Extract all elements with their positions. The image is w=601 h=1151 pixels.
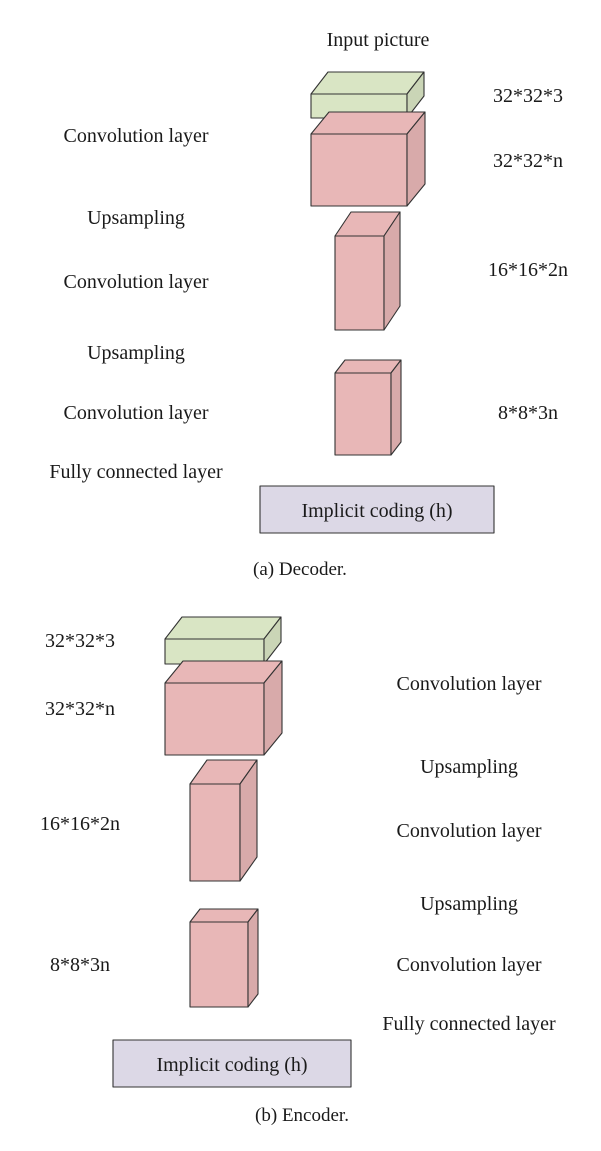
decoder-layer-label-3: Convolution layer <box>64 271 209 293</box>
encoder-layer-label-4: Upsampling <box>420 893 518 915</box>
decoder-layer-label-1: Convolution layer <box>64 125 209 147</box>
encoder-implicit-coding-box: Implicit coding (h) <box>112 1039 352 1088</box>
input-picture-title: Input picture <box>327 29 430 51</box>
decoder-implicit-coding-box: Implicit coding (h) <box>259 485 495 534</box>
encoder-implicit-coding-label: Implicit coding (h) <box>156 1054 307 1076</box>
encoder-layer-label-2: Upsampling <box>420 756 518 778</box>
encoder-input-slab <box>164 616 282 665</box>
encoder-panel: Convolution layer Upsampling Convolution… <box>40 616 556 1126</box>
encoder-block-16x16x2n <box>189 759 258 882</box>
encoder-block-32x32xn <box>164 660 283 756</box>
encoder-layer-label-6: Fully connected layer <box>382 1013 556 1035</box>
decoder-dim-label-3: 16*16*2n <box>488 259 568 281</box>
decoder-input-slab <box>310 71 425 119</box>
decoder-block-8x8x3n <box>334 359 402 456</box>
encoder-caption: (b) Encoder. <box>255 1105 349 1126</box>
encoder-dim-label-3: 16*16*2n <box>40 813 120 835</box>
decoder-block-16x16x2n <box>334 211 401 331</box>
decoder-layer-label-2: Upsampling <box>87 207 185 229</box>
encoder-dim-label-1: 32*32*3 <box>45 630 115 652</box>
decoder-block-32x32xn <box>310 111 426 207</box>
decoder-caption: (a) Decoder. <box>253 559 347 580</box>
decoder-dim-label-4: 8*8*3n <box>498 402 558 424</box>
decoder-layer-label-5: Convolution layer <box>64 402 209 424</box>
encoder-layer-label-3: Convolution layer <box>397 820 542 842</box>
decoder-layer-label-6: Fully connected layer <box>49 461 223 483</box>
encoder-block-8x8x3n <box>189 908 259 1008</box>
decoder-panel: Input picture Convolution layer Upsampli… <box>49 29 568 580</box>
decoder-dim-label-1: 32*32*3 <box>493 85 563 107</box>
encoder-dim-label-2: 32*32*n <box>45 698 115 720</box>
decoder-layer-label-4: Upsampling <box>87 342 185 364</box>
encoder-dim-label-4: 8*8*3n <box>50 954 110 976</box>
encoder-layer-label-1: Convolution layer <box>397 673 542 695</box>
decoder-implicit-coding-label: Implicit coding (h) <box>301 500 452 522</box>
decoder-dim-label-2: 32*32*n <box>493 150 563 172</box>
encoder-layer-label-5: Convolution layer <box>397 954 542 976</box>
